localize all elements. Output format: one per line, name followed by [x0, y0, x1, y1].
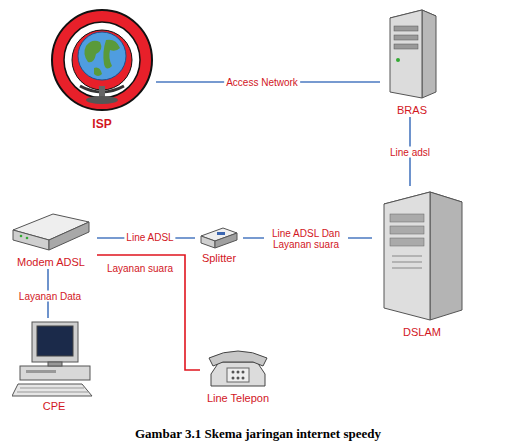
- line-label: Layanan suara: [105, 263, 175, 274]
- node-label: DSLAM: [372, 326, 472, 339]
- line-label: Access Network: [224, 77, 300, 88]
- line-label: Line adsl: [388, 147, 432, 158]
- splitter-icon: [197, 224, 241, 252]
- line-label: Layanan Data: [17, 291, 83, 302]
- splitter-node: Splitter: [195, 224, 243, 265]
- node-label: Line Telepon: [200, 392, 276, 405]
- node-label: BRAS: [380, 104, 444, 117]
- node-label: CPE: [10, 400, 98, 413]
- network-line: [97, 255, 200, 370]
- modem-icon: [9, 206, 93, 256]
- dslam-icon: [374, 186, 470, 326]
- bras-node: BRAS: [380, 4, 444, 117]
- globe-icon: [50, 6, 154, 118]
- figure-caption: Gambar 3.1 Skema jaringan internet speed…: [0, 426, 516, 442]
- line-label: Line ADSL: [124, 232, 175, 243]
- cpe-node: CPE: [10, 318, 98, 413]
- node-label: Modem ADSL: [5, 256, 97, 269]
- isp-node: ISP: [48, 6, 156, 131]
- line-label: Line ADSL Dan Layanan suara: [264, 228, 348, 250]
- phone-node: Line Telepon: [200, 344, 276, 405]
- modem-node: Modem ADSL: [5, 206, 97, 269]
- node-label: Splitter: [195, 252, 243, 265]
- telephone-icon: [205, 344, 271, 392]
- computer-icon: [12, 318, 96, 400]
- node-label: ISP: [48, 118, 156, 131]
- server-icon: [382, 4, 442, 104]
- dslam-node: DSLAM: [372, 186, 472, 339]
